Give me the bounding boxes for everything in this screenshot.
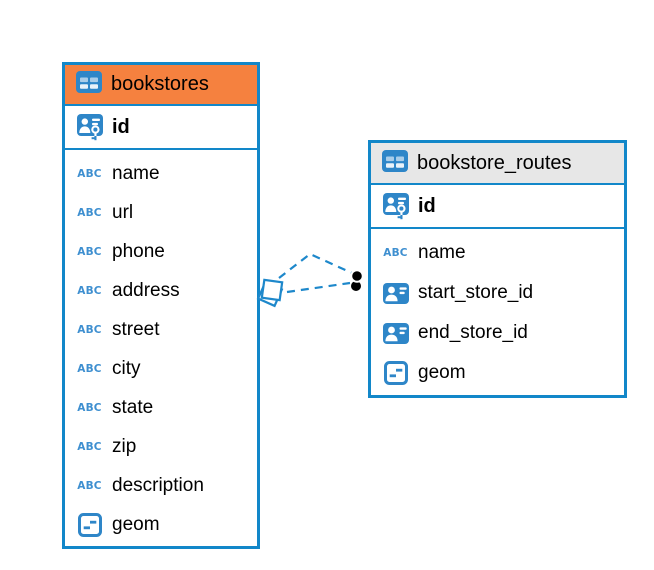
entity-bookstore-routes[interactable]: bookstore_routes id ABC — [368, 140, 627, 398]
column-name: street — [112, 318, 160, 340]
column-name: state — [112, 396, 154, 418]
text-type-icon: ABC — [383, 246, 408, 260]
text-type-icon: ABC — [77, 284, 102, 297]
column-row-street[interactable]: ABC street — [65, 310, 257, 349]
column-name: start_store_id — [418, 282, 534, 303]
column-row-name[interactable]: ABC name — [371, 233, 624, 273]
column-name: geom — [418, 362, 466, 383]
column-row-name[interactable]: ABC name — [65, 154, 257, 193]
column-name: address — [112, 279, 180, 301]
text-type-icon: ABC — [77, 167, 102, 180]
column-row-geom[interactable]: geom — [65, 505, 257, 544]
column-row-phone[interactable]: ABC phone — [65, 232, 257, 271]
column-name: id — [418, 194, 436, 217]
column-name: id — [112, 115, 130, 138]
table-icon — [382, 149, 408, 177]
foreign-key-person-icon — [380, 322, 411, 344]
entity-title: bookstores — [111, 73, 209, 95]
geometry-type-icon — [380, 361, 411, 385]
text-type-icon: ABC — [77, 323, 102, 336]
column-row-url[interactable]: ABC url — [65, 193, 257, 232]
primary-key-icon — [380, 192, 411, 220]
column-row-description[interactable]: ABC description — [65, 466, 257, 505]
column-row-id[interactable]: id — [65, 106, 257, 150]
column-name: city — [112, 357, 141, 379]
foreign-key-person-icon — [380, 282, 411, 304]
text-type-icon: ABC — [77, 479, 102, 492]
entity-bookstores[interactable]: bookstores id ABC — [62, 62, 260, 549]
column-row-address[interactable]: ABC address — [65, 271, 257, 310]
text-type-icon: ABC — [77, 206, 102, 219]
entity-bookstores-header[interactable]: bookstores — [65, 65, 257, 106]
relationship-line-upper[interactable] — [278, 252, 353, 279]
column-name: phone — [112, 240, 165, 262]
column-row-city[interactable]: ABC city — [65, 349, 257, 388]
geometry-type-icon — [74, 512, 105, 537]
column-row-zip[interactable]: ABC zip — [65, 427, 257, 466]
relationship-target-marker — [350, 269, 364, 291]
column-row-id[interactable]: id — [371, 185, 624, 229]
column-name: zip — [112, 435, 137, 457]
text-type-icon: ABC — [77, 401, 102, 414]
text-type-icon: ABC — [77, 245, 102, 258]
relationship-line-lower[interactable] — [286, 281, 351, 294]
column-name: description — [112, 474, 204, 496]
column-row-state[interactable]: ABC state — [65, 388, 257, 427]
text-type-icon: ABC — [77, 440, 102, 453]
column-name: end_store_id — [418, 322, 528, 343]
column-row-start-store-id[interactable]: start_store_id — [371, 273, 624, 313]
table-icon — [76, 71, 102, 98]
column-name: name — [418, 242, 466, 263]
text-type-icon: ABC — [77, 362, 102, 375]
relationship-source-marker — [256, 278, 284, 308]
entity-bookstore-routes-header[interactable]: bookstore_routes — [371, 143, 624, 185]
column-name: url — [112, 201, 134, 223]
column-list: ABC name ABC url ABC phone ABC address A… — [65, 150, 257, 546]
column-list: ABC name start_store_id — [371, 229, 624, 395]
column-row-geom[interactable]: geom — [371, 353, 624, 393]
entity-title: bookstore_routes — [417, 151, 572, 174]
primary-key-icon — [74, 113, 105, 141]
column-name: geom — [112, 513, 160, 535]
column-row-end-store-id[interactable]: end_store_id — [371, 313, 624, 353]
column-name: name — [112, 162, 160, 184]
